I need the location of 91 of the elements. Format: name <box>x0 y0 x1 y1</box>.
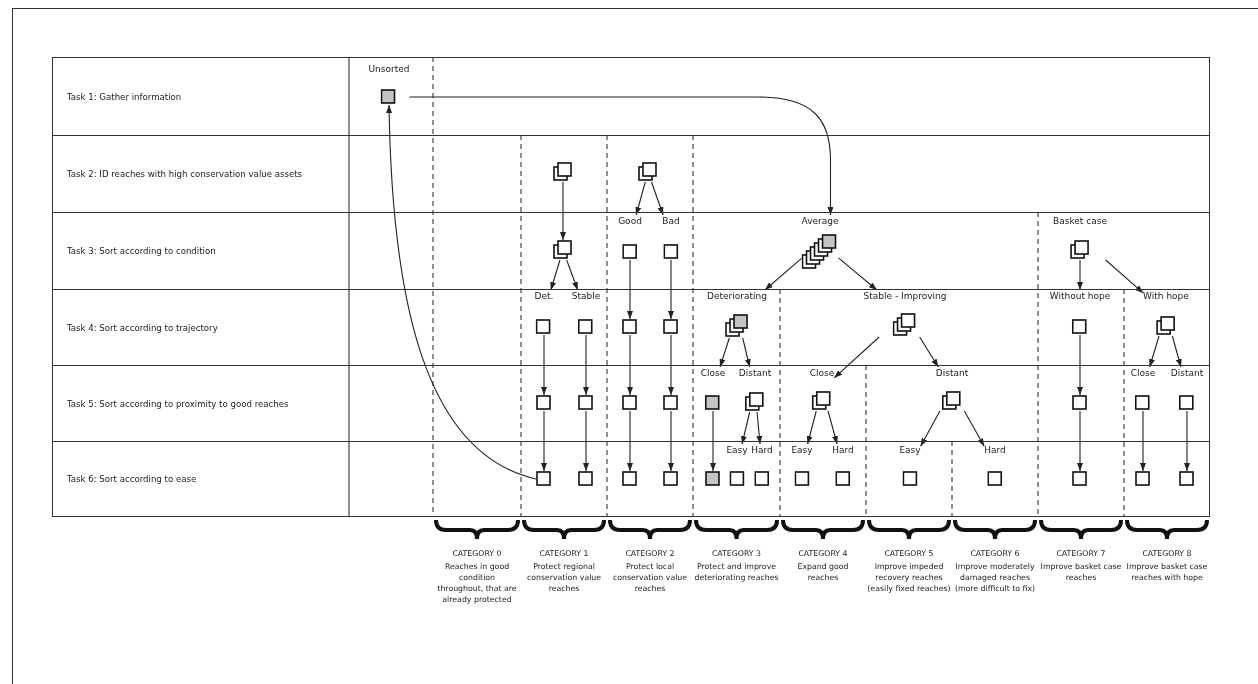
arrow <box>1140 410 1146 472</box>
heading-label: Hard <box>984 444 1006 457</box>
heading-label: Distant <box>935 367 969 380</box>
table-row <box>52 289 1210 366</box>
arrow <box>756 411 763 445</box>
arrow <box>1077 334 1083 396</box>
stacked-squares-icon <box>553 162 573 182</box>
heading-label: Easy <box>899 444 921 457</box>
heading-label: Close <box>700 367 726 380</box>
heading-label: Deteriorating <box>707 290 767 303</box>
square-icon <box>1072 395 1088 411</box>
arrow <box>668 259 674 320</box>
arrow <box>627 410 633 472</box>
arrow <box>635 181 646 216</box>
row-label: Task 2: ID reaches with high conservation value assets <box>67 169 303 179</box>
square-icon <box>536 471 552 487</box>
heading-label: Hard <box>751 444 773 457</box>
row-label: Task 6: Sort according to ease <box>67 474 197 484</box>
arrow <box>1077 410 1083 472</box>
table-row <box>52 212 1210 290</box>
arrow <box>627 259 633 320</box>
arrow <box>386 104 537 480</box>
arrow <box>668 334 674 396</box>
arrow <box>1149 335 1160 368</box>
arrow <box>1105 259 1144 294</box>
arrow <box>627 334 633 396</box>
arrow <box>550 259 561 291</box>
square-icon <box>578 471 594 487</box>
row-label: Task 5: Sort according to proximity to good reaches <box>67 398 289 409</box>
row-label: Task 3: Sort according to condition <box>67 246 216 256</box>
heading-label: Easy <box>791 444 813 457</box>
square-icon <box>622 395 638 411</box>
arrow <box>963 410 985 447</box>
arrow <box>1184 410 1190 472</box>
heading-label: Good <box>618 215 642 228</box>
arrow <box>583 410 589 472</box>
heading-label: Average <box>801 215 839 228</box>
square-icon <box>1179 471 1195 487</box>
square-icon <box>663 471 679 487</box>
square-icon <box>622 319 638 335</box>
arrow <box>1077 259 1083 291</box>
heading-label: Close <box>809 367 835 380</box>
row-label: Task 1: Gather information <box>67 91 182 102</box>
square-icon <box>663 395 679 411</box>
heading-label: Stable <box>571 290 601 303</box>
table-row <box>52 365 1210 442</box>
arrow <box>710 410 716 472</box>
heading-label: Close <box>1130 367 1156 380</box>
heading-label: Basket case <box>1053 215 1107 228</box>
square-icon <box>536 395 552 411</box>
arrow <box>719 337 730 368</box>
arrow <box>764 257 803 291</box>
square-icon <box>578 395 594 411</box>
arrow <box>408 96 834 216</box>
heading-label: With hope <box>1143 290 1189 303</box>
heading-label: Without hope <box>1049 290 1111 303</box>
arrow <box>837 257 878 291</box>
square-icon <box>1135 471 1151 487</box>
stacked-squares-icon <box>638 162 658 182</box>
heading-label: Bad <box>662 215 680 228</box>
square-icon <box>663 319 679 335</box>
heading-label: Stable - Improving <box>863 290 947 303</box>
arrow <box>741 411 751 445</box>
table-row <box>52 441 1210 517</box>
square-icon <box>705 471 721 487</box>
arrow <box>560 181 566 241</box>
arrow <box>742 337 751 368</box>
heading-label: Unsorted <box>368 63 410 76</box>
square-icon <box>622 471 638 487</box>
arrow <box>833 336 880 379</box>
arrow <box>541 410 547 472</box>
square-icon <box>1072 471 1088 487</box>
arrow <box>541 334 547 396</box>
arrow <box>566 259 579 291</box>
heading-label: Easy <box>726 444 748 457</box>
stacked-squares-icon <box>553 240 573 260</box>
heading-label: Distant <box>738 367 772 380</box>
arrow <box>668 410 674 472</box>
table-row <box>52 135 1210 213</box>
arrow <box>1171 335 1182 368</box>
arrow <box>583 334 589 396</box>
heading-label: Det. <box>534 290 554 303</box>
arrow <box>806 410 817 445</box>
arrow <box>827 410 838 445</box>
arrow <box>650 181 664 216</box>
heading-label: Hard <box>832 444 854 457</box>
heading-label: Distant <box>1170 367 1204 380</box>
arrow <box>919 336 939 368</box>
arrow <box>920 410 941 447</box>
row-label: Task 4: Sort according to trajectory <box>67 322 218 333</box>
table-row <box>52 57 1210 136</box>
